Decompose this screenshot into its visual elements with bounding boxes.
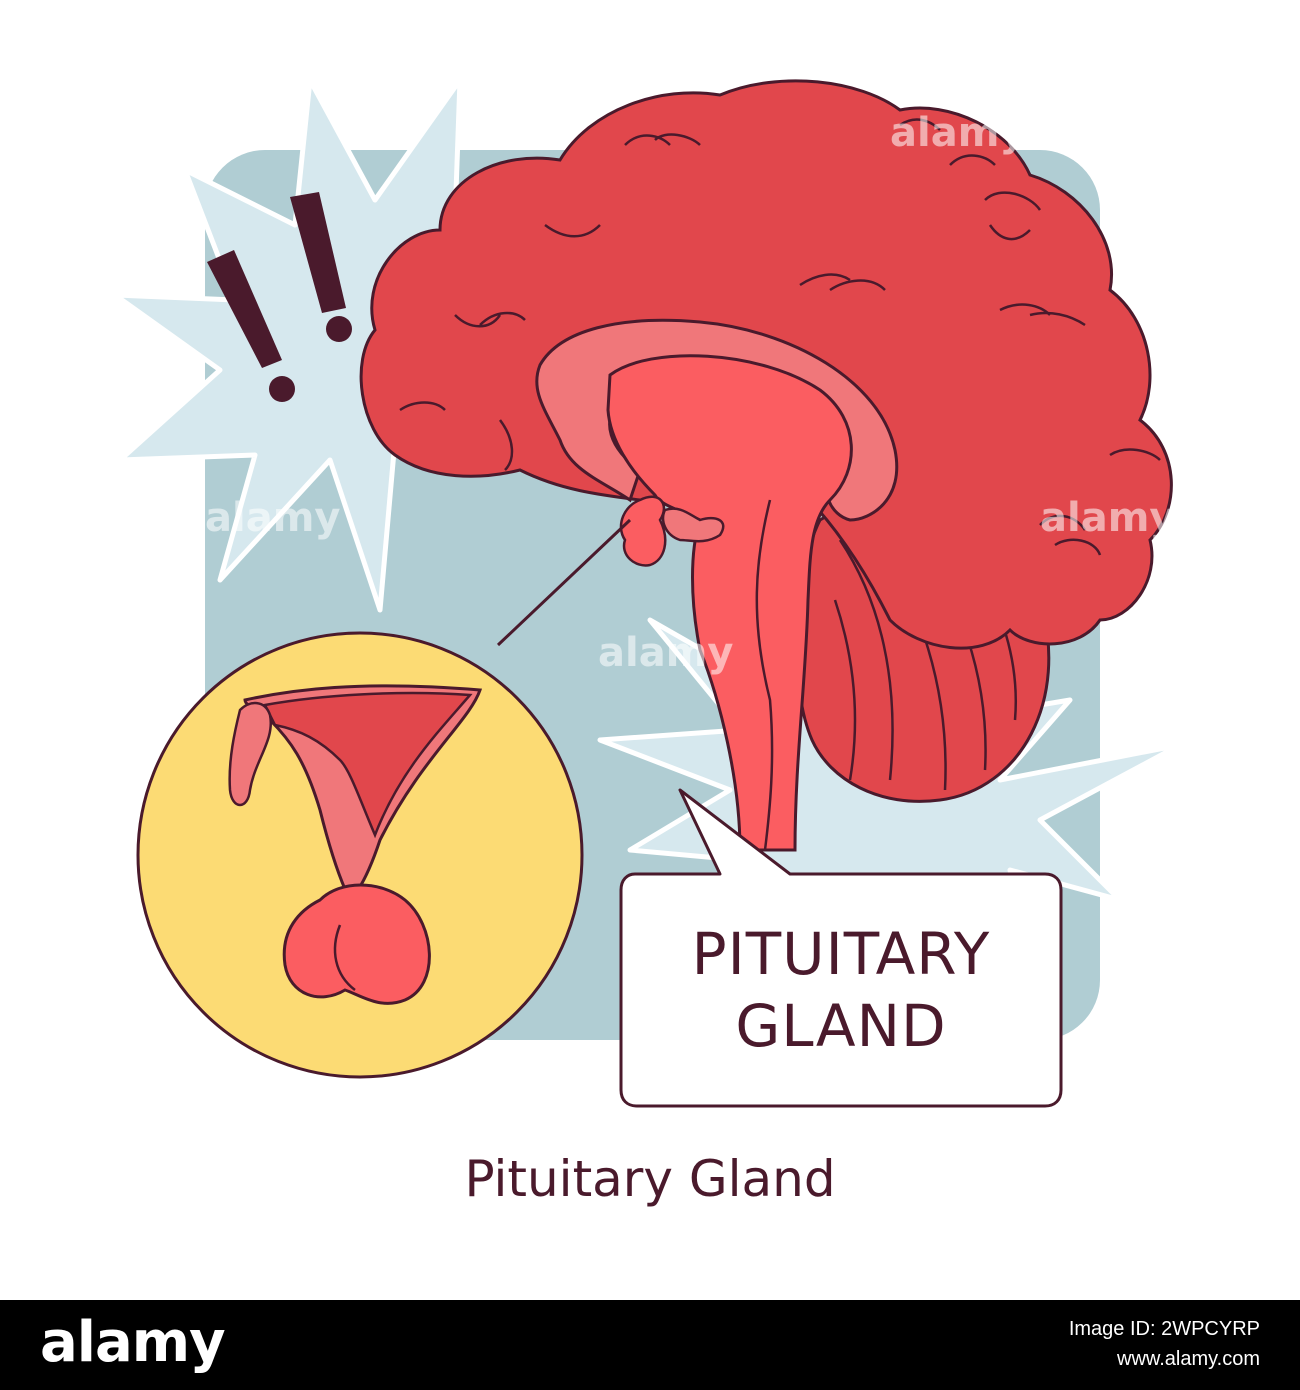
watermark: alamy	[598, 630, 734, 676]
pointer-line	[496, 518, 632, 647]
caption: Pituitary Gland	[464, 1150, 836, 1208]
pituitary-illustration	[115, 79, 1180, 1108]
footer-info: Image ID: 2WPCYRP www.alamy.com	[1069, 1314, 1260, 1374]
watermark: alamy	[1040, 495, 1176, 541]
exclamation-marks-icon	[207, 192, 352, 402]
site-link[interactable]: www.alamy.com	[1117, 1348, 1260, 1370]
footer-logo[interactable]: alamy	[40, 1310, 226, 1375]
watermark: alamy	[890, 110, 1026, 156]
brainstem-lines	[755, 499, 774, 851]
pituitary-small	[619, 495, 667, 567]
speech-label-line1: PITUITARY	[691, 920, 991, 988]
footer-bar: alamy Image ID: 2WPCYRP www.alamy.com	[0, 1300, 1300, 1390]
watermark: alamy	[205, 495, 341, 541]
cerebrum-folds	[399, 118, 1161, 556]
speech-label-line2: GLAND	[735, 992, 947, 1060]
image-id: Image ID: 2WPCYRP	[1068, 1318, 1260, 1340]
speech-box	[619, 788, 1063, 1108]
hypothalamus	[661, 507, 725, 543]
pituitary-enlarged	[228, 684, 483, 1005]
speech-label: PITUITARY GLAND	[621, 874, 1061, 1106]
